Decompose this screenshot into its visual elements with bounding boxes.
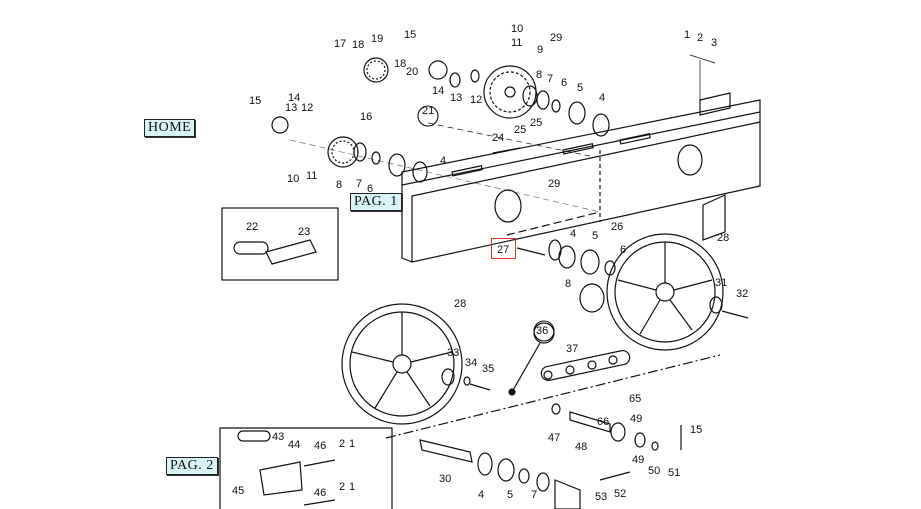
part-label-35: 35 [482, 363, 494, 375]
part-label-8: 8 [565, 278, 571, 290]
part-label-24: 24 [492, 132, 504, 144]
part-label-5: 5 [577, 82, 583, 94]
part-label-44: 44 [288, 439, 300, 451]
part-label-43: 43 [272, 431, 284, 443]
part-label-23: 23 [298, 226, 310, 238]
part-label-28: 28 [717, 232, 729, 244]
part-label-7: 7 [547, 73, 553, 85]
part-label-30: 30 [439, 473, 451, 485]
chain-link-inset-box [221, 207, 339, 281]
part-label-1: 1 [349, 481, 355, 493]
part-label-11: 11 [306, 170, 317, 182]
callout-circle-36 [533, 320, 555, 342]
part-label-27[interactable]: 27 [497, 244, 509, 256]
top-sprocket-small [271, 57, 448, 168]
part-label-1: 1 [684, 29, 690, 41]
part-label-33: 33 [447, 347, 459, 359]
part-label-46: 46 [314, 440, 326, 452]
part-label-17: 17 [334, 38, 346, 50]
home-button[interactable]: HOME [144, 119, 196, 137]
part-label-52: 52 [614, 488, 626, 500]
part-label-36: 36 [536, 325, 548, 337]
part-label-2: 2 [697, 32, 703, 44]
shaft-assembly [441, 211, 749, 391]
part-label-47: 47 [548, 432, 560, 444]
part-label-45: 45 [232, 485, 244, 497]
part-label-31: 31 [715, 277, 727, 289]
part-label-18: 18 [352, 39, 364, 51]
part-label-20: 20 [406, 66, 418, 78]
part-label-51: 51 [668, 467, 680, 479]
part-label-4: 4 [599, 92, 605, 104]
part-label-6: 6 [367, 183, 373, 195]
part-label-16: 16 [360, 111, 372, 123]
part-label-4: 4 [440, 155, 446, 167]
part-label-5: 5 [507, 489, 513, 501]
leader-lines [289, 54, 716, 213]
part-label-19: 19 [371, 33, 383, 45]
highlight-box-part-27[interactable] [491, 238, 516, 259]
part-label-21: 21 [422, 105, 434, 117]
part-label-8: 8 [536, 69, 542, 81]
part-label-1: 1 [349, 438, 355, 450]
part-label-2: 2 [339, 481, 345, 493]
callout-circle-21 [417, 105, 439, 127]
part-label-11: 11 [511, 37, 522, 49]
part-label-7: 7 [356, 178, 362, 190]
part-label-9: 9 [537, 44, 543, 56]
part-label-29: 29 [550, 32, 562, 44]
roller-chain [385, 322, 721, 439]
page-1-button[interactable]: PAG. 1 [350, 193, 402, 211]
part-label-4: 4 [570, 228, 576, 240]
part-label-14: 14 [288, 92, 300, 104]
part-label-25: 25 [514, 124, 526, 136]
part-label-18: 18 [394, 58, 406, 70]
part-label-5: 5 [592, 230, 598, 242]
large-sprocket-right [606, 233, 724, 351]
part-label-46: 46 [314, 487, 326, 499]
part-label-2: 2 [339, 438, 345, 450]
part-label-7: 7 [531, 489, 537, 501]
lower-left-inset [219, 427, 393, 509]
part-label-32: 32 [736, 288, 748, 300]
part-label-66: 66 [597, 416, 609, 428]
part-label-28: 28 [454, 298, 466, 310]
part-label-15: 15 [249, 95, 261, 107]
part-label-29: 29 [548, 178, 560, 190]
part-label-6: 6 [561, 77, 567, 89]
part-label-15: 15 [404, 29, 416, 41]
part-label-26: 26 [611, 221, 623, 233]
part-label-34: 34 [465, 357, 477, 369]
part-label-12: 12 [470, 94, 482, 106]
part-label-49: 49 [632, 454, 644, 466]
part-label-14: 14 [432, 85, 444, 97]
main-frame-beam [401, 92, 761, 263]
part-label-6: 6 [620, 244, 626, 256]
part-label-37: 37 [566, 343, 578, 355]
part-label-8: 8 [336, 179, 342, 191]
chain-link-parts [233, 239, 317, 265]
part-label-10: 10 [511, 23, 523, 35]
lower-shaft-parts [419, 403, 682, 509]
large-sprocket-left [341, 303, 463, 425]
bearing-parts-top [353, 69, 610, 183]
part-label-3: 3 [711, 37, 717, 49]
part-label-25: 25 [530, 117, 542, 129]
part-label-50: 50 [648, 465, 660, 477]
part-label-49: 49 [630, 413, 642, 425]
part-label-15: 15 [690, 424, 702, 436]
part-label-13: 13 [285, 102, 297, 114]
page-2-button[interactable]: PAG. 2 [166, 457, 218, 475]
part-label-12: 12 [301, 102, 313, 114]
part-label-53: 53 [595, 491, 607, 503]
part-label-4: 4 [478, 489, 484, 501]
part-label-48: 48 [575, 441, 587, 453]
part-label-22: 22 [246, 221, 258, 233]
top-sprocket-large [483, 65, 537, 119]
part-label-13: 13 [450, 92, 462, 104]
part-label-10: 10 [287, 173, 299, 185]
part-label-65: 65 [629, 393, 641, 405]
